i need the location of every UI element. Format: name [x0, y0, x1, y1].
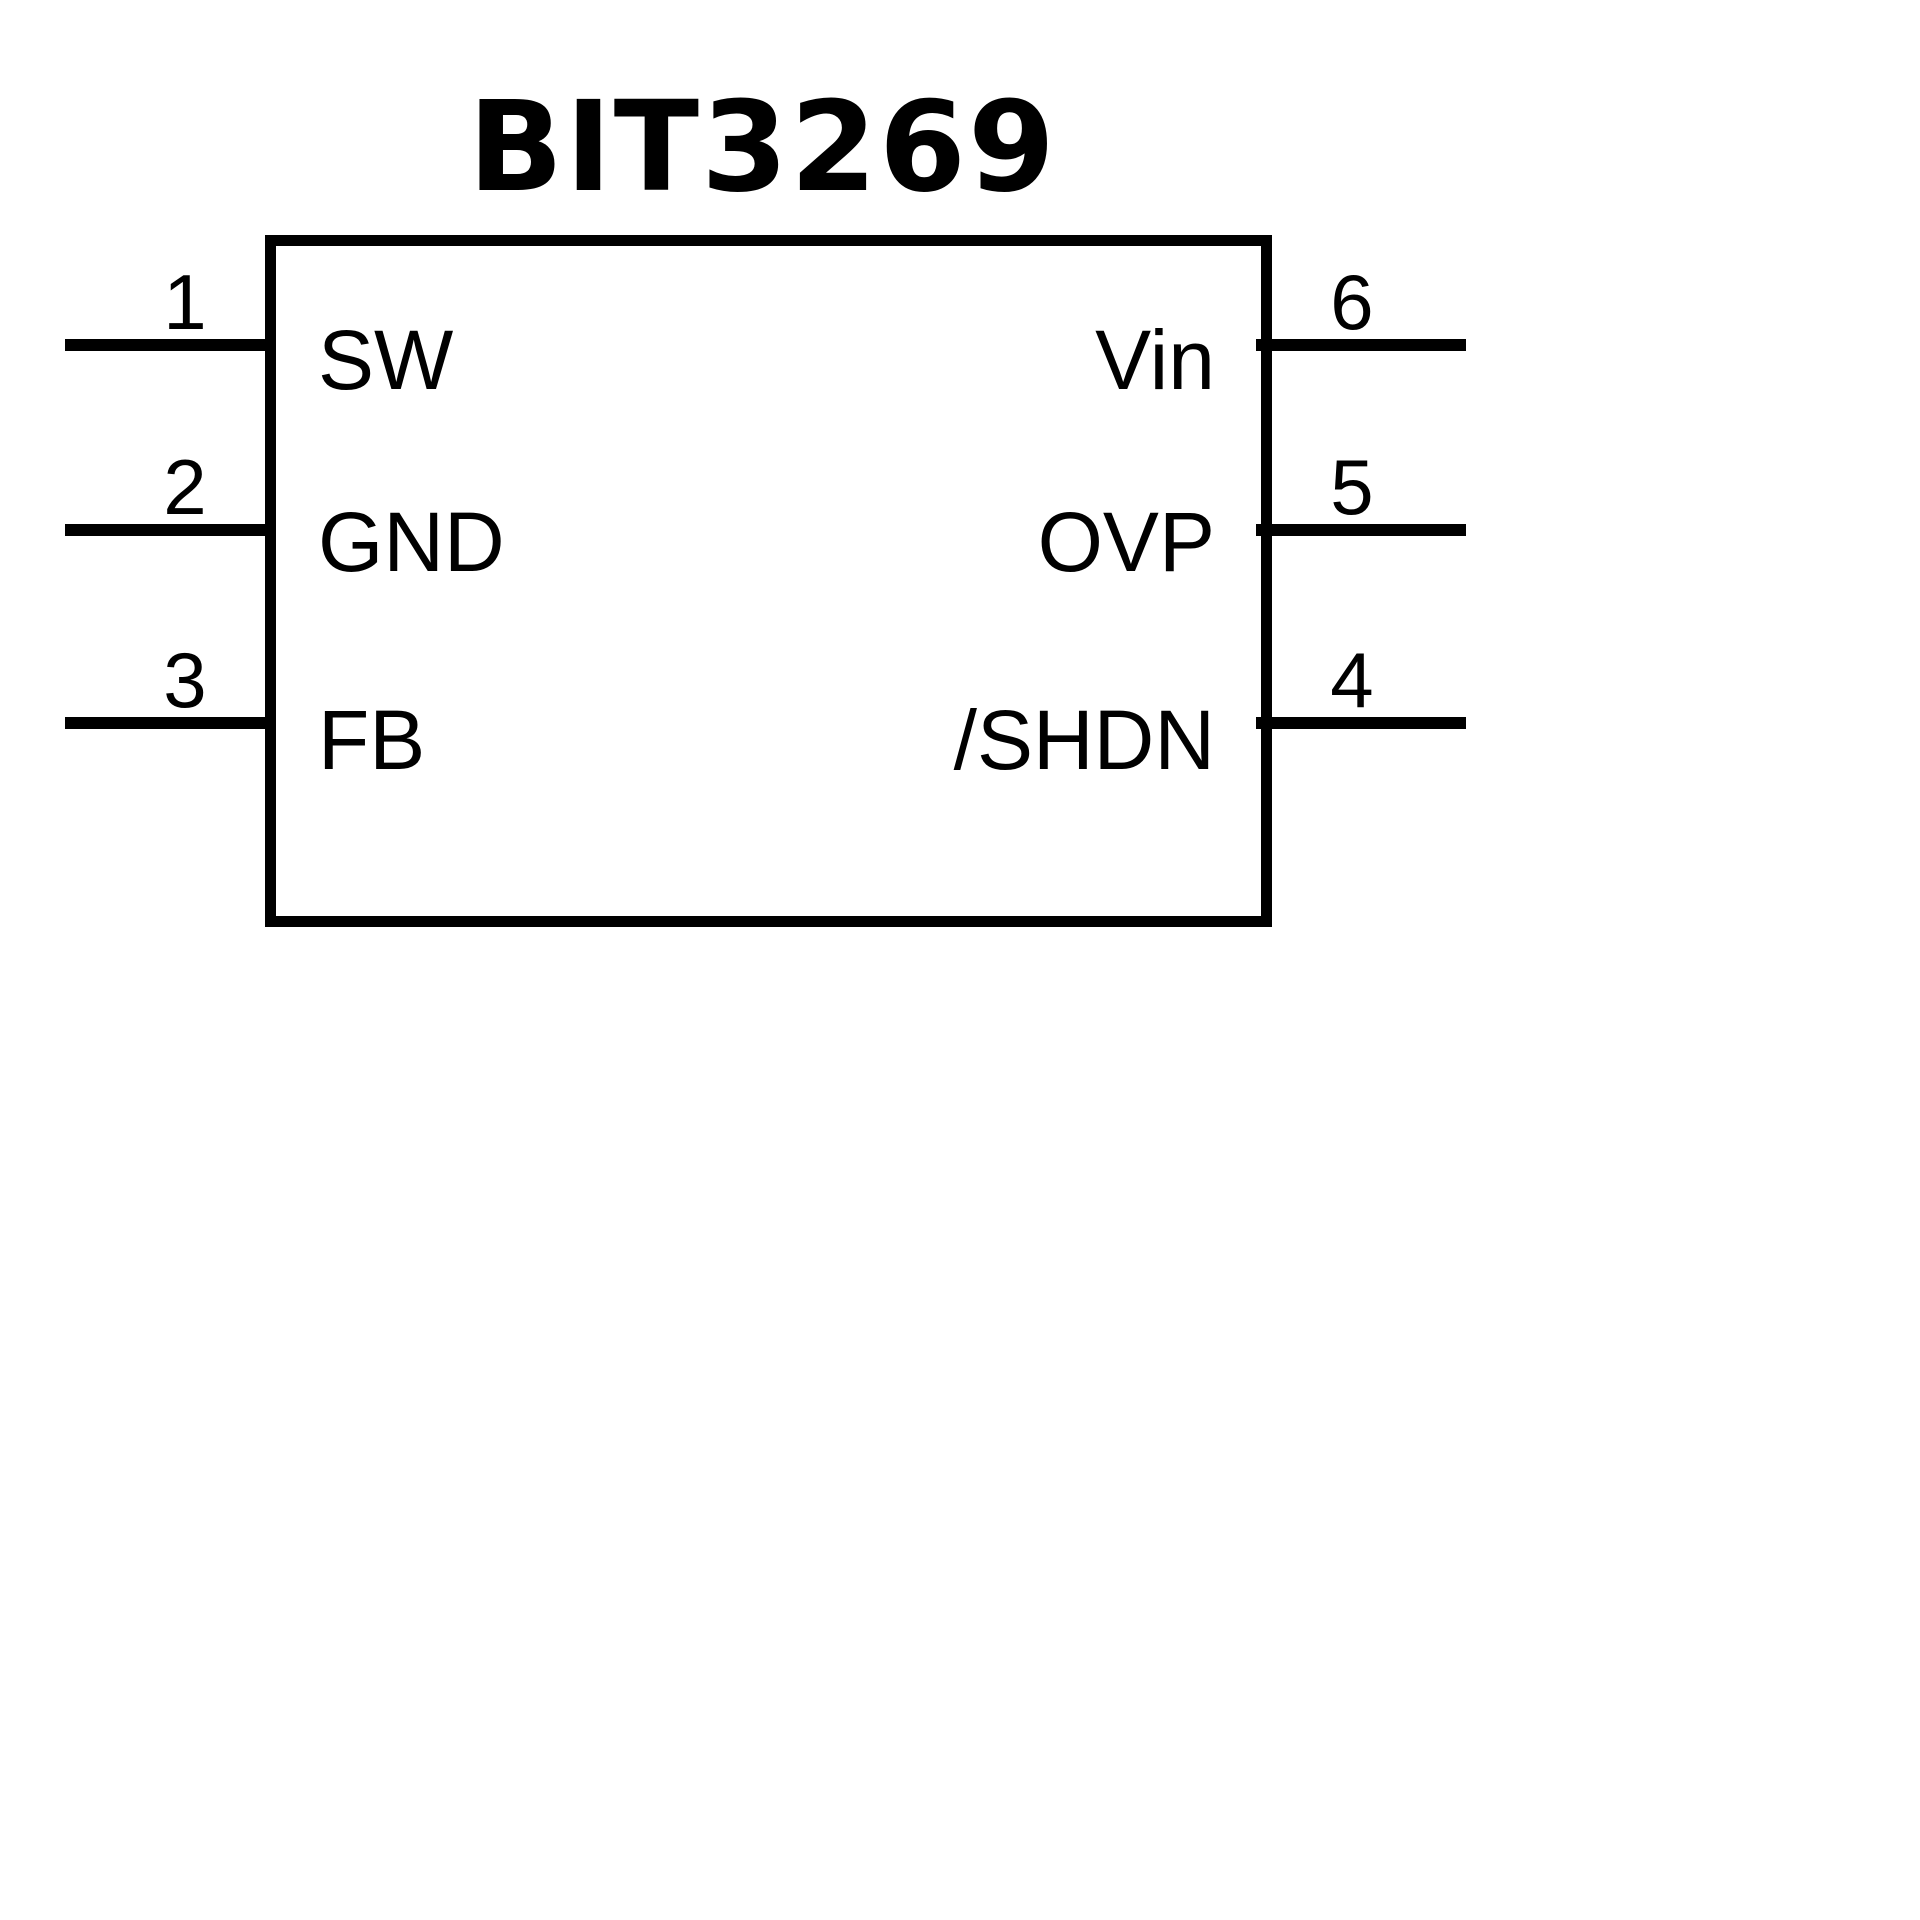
chip-title: BIT3269 — [468, 75, 1057, 220]
chip-body-outline — [265, 235, 1272, 927]
pin-6-lead — [1256, 339, 1466, 351]
pin-1-lead — [65, 339, 275, 351]
pin-2-number: 2 — [163, 443, 207, 531]
pin-3-number: 3 — [163, 636, 207, 724]
pin-4-number: 4 — [1330, 636, 1374, 724]
pin-2-lead — [65, 524, 275, 536]
pin-3-label: FB — [318, 693, 426, 787]
pin-6-number: 6 — [1330, 258, 1374, 346]
pin-1-label: SW — [318, 313, 454, 407]
pin-1-number: 1 — [163, 258, 207, 346]
pin-2-label: GND — [318, 495, 505, 589]
pin-4-lead — [1256, 717, 1466, 729]
pin-3-lead — [65, 717, 275, 729]
pin-5-lead — [1256, 524, 1466, 536]
pin-5-label: OVP — [1037, 495, 1215, 589]
pin-5-number: 5 — [1330, 443, 1374, 531]
pin-6-label: Vin — [1095, 313, 1215, 407]
pin-4-label: /SHDN — [953, 693, 1215, 787]
